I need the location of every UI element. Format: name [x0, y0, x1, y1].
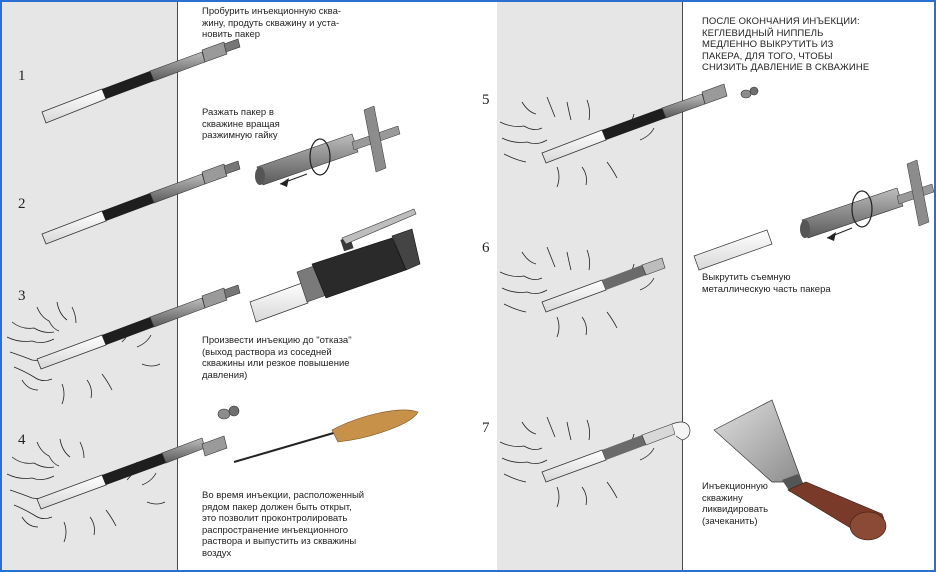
- step-6-removed-part: [693, 229, 773, 271]
- step-7-cracks: [499, 416, 655, 508]
- step-4-packer: [36, 435, 228, 510]
- step-4-nipple: [217, 405, 240, 420]
- step-3-ball-valve: [249, 208, 421, 323]
- step-4-caption: Во время инъекции, расположенный рядом п…: [202, 490, 365, 559]
- step-2-number: 2: [18, 196, 26, 212]
- step-7-packer: [541, 421, 691, 483]
- step-2-caption: Разжать пакер в скважине вращая разжимну…: [202, 107, 280, 141]
- step-1-packer: [41, 38, 241, 124]
- step-6-cracks: [499, 246, 655, 338]
- step-1-caption: Пробурить инъекционную сква- жину, проду…: [202, 6, 342, 40]
- step-7-spatula: [713, 399, 887, 541]
- step-7-number: 7: [482, 420, 490, 436]
- step-5-number: 5: [482, 92, 490, 108]
- step-3-number: 3: [18, 288, 26, 304]
- step-4-number: 4: [18, 432, 26, 448]
- step-6-wrench: [800, 159, 934, 241]
- step-6-number: 6: [482, 240, 490, 256]
- step-2-wrench: [255, 105, 401, 187]
- step-3-packer: [36, 284, 241, 370]
- step-5-packer: [541, 83, 728, 164]
- step-6-caption: Выкрутить съемную металлическую часть па…: [702, 272, 831, 295]
- step-5-nipple: [740, 86, 759, 99]
- step-4-wooden-probe: [233, 409, 419, 463]
- step-1-number: 1: [18, 68, 26, 84]
- step-3-caption: Произвести инъекцию до "отказа" (выход р…: [202, 335, 352, 381]
- step-7-caption: Инъекционную скважину ликвидировать (зач…: [702, 481, 769, 527]
- step-5-caption: ПОСЛЕ ОКОНЧАНИЯ ИНЪЕКЦИИ: КЕГЛЕВИДНЫЙ НИ…: [702, 16, 870, 73]
- step-6-packer: [541, 257, 666, 313]
- step-2-packer: [41, 160, 241, 245]
